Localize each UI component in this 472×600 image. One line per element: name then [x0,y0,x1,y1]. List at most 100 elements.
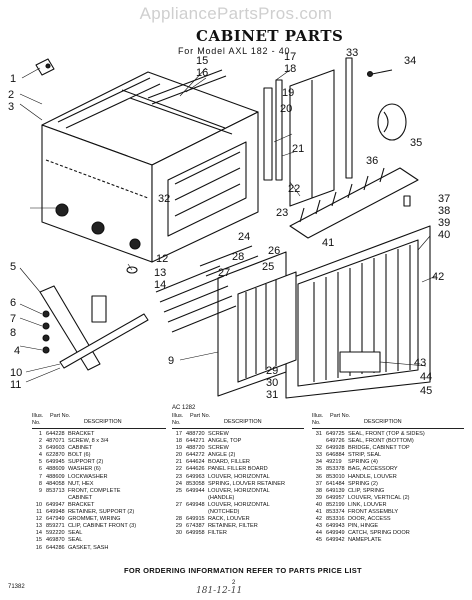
callout-26: 26 [268,245,280,257]
illus-no-cell: 40 [315,501,322,508]
part-no-cell: 488609 [46,466,65,473]
table-header: Illus. No. Part No. DESCRIPTION [32,413,166,429]
illus-no-cell: 1 [38,431,42,437]
description-cell: BOLT (6) [68,452,91,459]
description-cell: BRIDGE, CABINET TOP [348,445,410,452]
callout-35: 35 [410,137,422,149]
description-cell: RACK, LOUVER [208,516,250,523]
illus-no-cell: 32 [315,445,322,452]
callout-25: 25 [262,261,274,273]
illus-no-cell: 15 [35,537,42,544]
illus-no-cell: 38 [315,487,322,494]
callout-19: 19 [282,87,294,99]
callout-43: 43 [414,357,426,369]
vertical-louver-assembly [289,167,419,239]
callout-10: 10 [10,367,22,379]
description-cell: LINK, LOUVER [348,501,387,508]
illus-no-cell: 7 [38,473,42,480]
illus-no-cell: 17 [175,431,182,437]
illus-no-cell: 35 [315,466,322,473]
callout-8: 8 [10,327,16,339]
callout-29: 29 [266,365,278,377]
illus-no-cell: 34 [315,459,322,466]
doc-code: 71382 [8,584,25,590]
description-cell: STRIP, SEAL [348,452,382,459]
part-no-cell: 649948 [46,509,65,516]
illus-no-cell: 44 [315,530,322,537]
callout-28: 28 [232,251,244,263]
description-cell: LOUVER, HORIZONTAL [208,487,270,494]
part-no-cell: 484058 [46,480,65,487]
callout-12: 12 [156,253,168,265]
callout-6: 6 [10,297,16,309]
illus-no-cell: 22 [175,466,182,473]
description-cell: SCREW, 8 x 3/4 [68,438,109,445]
illus-no-cell: 31 [315,431,322,437]
table-row: (HANDLE) [172,495,304,502]
illus-no-cell: 6 [38,466,42,473]
callout-45: 45 [420,385,432,397]
callout-16: 16 [196,67,208,79]
bracket [35,58,55,76]
description-cell: BAG, ACCESSORY [348,466,398,473]
description-header: DESCRIPTION [224,419,262,425]
illus-no-cell: 33 [315,452,322,459]
part-no-cell: 674387 [186,523,205,530]
description-cell: RETAINER, SUPPORT (2) [68,509,135,516]
handwritten-note: 181-12-11 [196,586,243,596]
part-no-cell: 649725 [326,431,345,437]
part-no-cell: 644271 [186,438,205,445]
callout-37: 37 [438,193,450,205]
part-no-cell: 49219 [326,459,342,466]
illus-no-cell: 27 [175,501,182,508]
description-cell: ANGLE (2) [208,452,236,459]
illus-no-header: Illus. No. [32,413,44,426]
callout-22: 22 [288,183,300,195]
illus-no-header: Illus. No. [312,413,324,426]
part-no-cell: 853058 [186,480,205,487]
part-no-cell: 853010 [326,473,345,480]
part-no-header: Part No. [190,413,211,419]
illus-no-cell: 11 [36,509,42,516]
illus-no-cell: 23 [175,473,182,480]
part-no-cell: 644272 [186,452,205,459]
description-cell: SPRING (4) [348,459,378,466]
description-cell: SEAL, FRONT (BOTTOM) [348,438,414,445]
callout-13: 13 [154,267,166,279]
description-cell: HANDLE, LOUVER [348,473,397,480]
description-cell: PANEL FILLER BOARD [208,466,268,473]
table-header: Illus. No. Part No. DESCRIPTION [172,413,304,429]
description-cell: GASKET, SASH [68,544,109,551]
description-cell: PIN, HINGE [348,523,379,530]
description-cell: FILTER [208,530,227,537]
callout-38: 38 [438,205,450,217]
description-cell: NUT, HEX [68,480,94,487]
callout-15: 15 [196,55,208,67]
filter-rack [217,251,297,397]
description-cell: SPRING, LOUVER RETAINER [208,480,285,487]
illus-no-cell: 9 [38,487,42,494]
description-cell: SCREW [208,445,229,452]
callout-5: 5 [10,261,16,273]
part-no-cell: 649958 [186,530,205,537]
page-number: 2 [232,580,236,586]
callout-42: 42 [432,271,444,283]
drawing-code: AC 1282 [172,405,196,411]
